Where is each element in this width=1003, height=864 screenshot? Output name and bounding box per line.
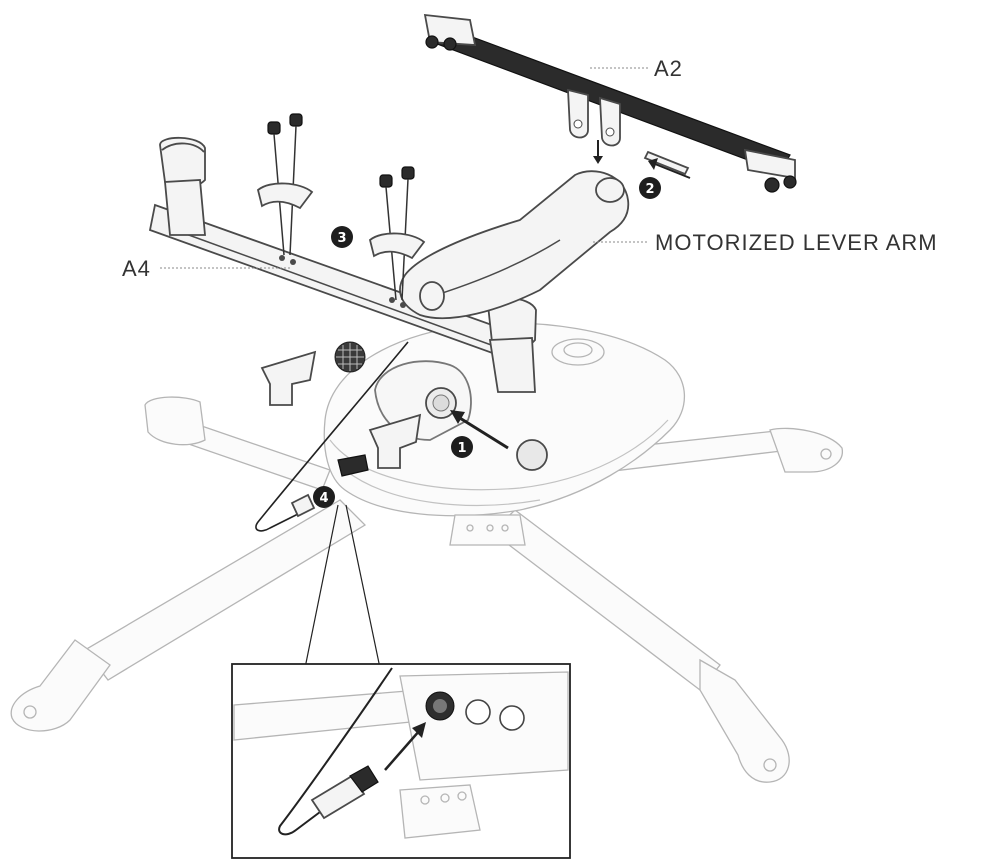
- step-badge-4-text: 4: [319, 491, 328, 506]
- step-1-hardware: [260, 341, 509, 469]
- clip-plate: [256, 182, 314, 210]
- a2-clevis: [599, 96, 621, 147]
- clevis-hole: [573, 119, 583, 129]
- body-port: [337, 454, 369, 477]
- label-a4: A4: [122, 256, 151, 281]
- side-cap: [516, 439, 548, 471]
- inset-bolt: [440, 793, 450, 803]
- a4-bar-edge: [174, 229, 506, 351]
- foot-hole: [763, 758, 777, 772]
- detail-inset: [231, 663, 571, 859]
- arm-front-left: [84, 499, 367, 681]
- arm-front-right: [491, 509, 721, 691]
- insert-pin: [643, 150, 690, 176]
- arrow-head: [412, 722, 426, 738]
- step-badge-4: [313, 486, 335, 508]
- arm-front-right-foot: [699, 658, 790, 783]
- step-4-cable: [255, 341, 409, 669]
- inset-body: [399, 671, 569, 781]
- arm-front-left-foot: [10, 639, 111, 732]
- inset-bolt: [457, 791, 467, 801]
- inset-port: [465, 699, 491, 725]
- front-hub: [374, 360, 548, 471]
- a4-right-upright: [488, 337, 536, 393]
- inset-cable: [278, 667, 393, 836]
- inset-mount: [399, 784, 481, 839]
- motorized-lever-arm: [399, 170, 648, 320]
- clevis-hole: [605, 127, 615, 137]
- bracket-a4: [148, 136, 537, 393]
- arm-back-right-foot: [769, 427, 843, 473]
- a4-hole: [279, 255, 285, 261]
- a2-clevis: [567, 88, 589, 139]
- label-a2: A2: [654, 56, 683, 81]
- step-badge-1-text: 1: [457, 441, 466, 456]
- inset-bolt: [420, 795, 430, 805]
- step-badge-2: [639, 177, 661, 199]
- step-badge-1: [451, 436, 473, 458]
- part-labels: A2 A4 MOTORIZED LEVER ARM: [122, 56, 938, 281]
- arm-back-left-foot: [144, 396, 206, 446]
- lever-arm-end: [595, 177, 625, 203]
- body-edge: [344, 469, 541, 506]
- zoom-line: [345, 504, 381, 669]
- bracket-a2: [423, 13, 797, 193]
- body-edge: [329, 419, 669, 491]
- cable: [255, 341, 409, 532]
- bolt-head: [267, 121, 281, 135]
- mount-bolt: [486, 524, 494, 532]
- inset-port-inner: [433, 699, 447, 713]
- hub-socket-inner: [432, 394, 450, 412]
- saddle-clip-right: [368, 413, 422, 469]
- a2-foot: [783, 175, 797, 189]
- step-2-pin: [593, 140, 691, 179]
- step-badge-3: [331, 226, 353, 248]
- arrow-head: [450, 410, 465, 424]
- a2-bar: [431, 24, 791, 173]
- a4-hole: [389, 297, 395, 303]
- a4-hole: [290, 259, 296, 265]
- a2-foot: [443, 37, 457, 51]
- lever-arm-pivot: [419, 281, 445, 311]
- arrow-into-socket: [454, 413, 509, 450]
- foot-hole: [820, 448, 832, 460]
- inset-arrow: [384, 729, 421, 771]
- foot-hole: [23, 705, 37, 719]
- step-3-hardware: [256, 113, 426, 301]
- a4-left-clamp-top: [161, 142, 205, 153]
- a2-foot: [764, 177, 780, 193]
- step-badges: 1 2 3 4: [313, 177, 661, 508]
- zoom-line: [304, 504, 339, 669]
- bolt-head: [289, 113, 303, 127]
- saddle-clip-left: [260, 350, 317, 406]
- a2-left-end: [423, 13, 477, 46]
- lever-arm-body: [399, 170, 630, 320]
- a4-left-upright: [164, 179, 206, 236]
- inset-plug: [310, 774, 366, 820]
- sensor-dome-inner: [563, 342, 593, 358]
- inset-port: [499, 705, 525, 731]
- step-badge-2-text: 2: [645, 182, 654, 197]
- arrow-left: [654, 163, 691, 179]
- bolt-head: [401, 166, 415, 180]
- mount-bolt: [501, 524, 509, 532]
- step-badge-3-text: 3: [337, 231, 346, 246]
- cable-connector: [290, 493, 316, 518]
- bolt-head: [379, 174, 393, 188]
- a2-foot: [425, 35, 439, 49]
- arrow-head: [648, 158, 658, 170]
- inset-plug-tip: [349, 765, 379, 793]
- clip-plate: [368, 232, 426, 260]
- label-motorized-lever-arm: MOTORIZED LEVER ARM: [655, 230, 938, 255]
- mount-bolt: [466, 524, 474, 532]
- arrow-head: [593, 156, 603, 164]
- mesh-grid: [336, 343, 364, 371]
